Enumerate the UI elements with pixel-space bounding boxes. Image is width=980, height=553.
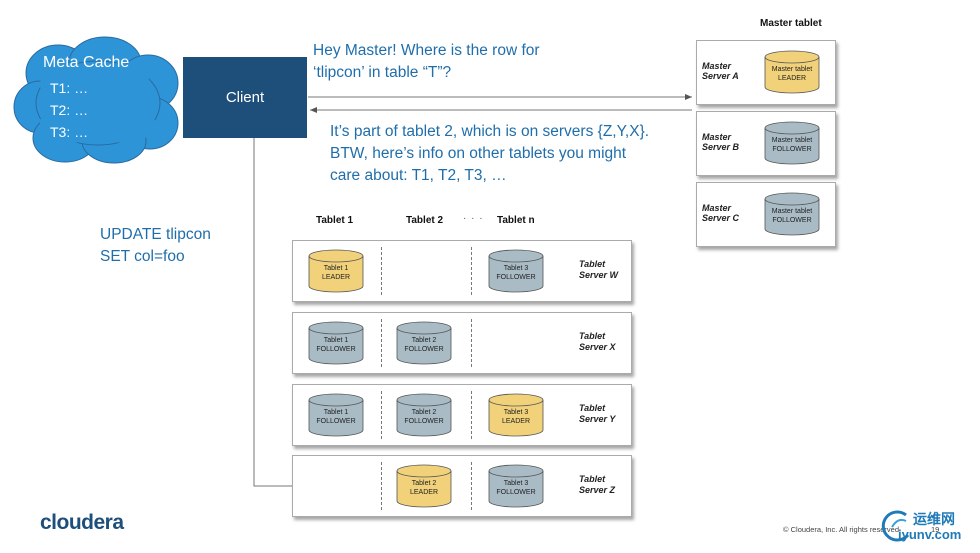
- tablet-name: Master tablet: [771, 66, 813, 73]
- column-divider: [471, 319, 472, 367]
- tablet-name: Tablet 1: [323, 337, 349, 344]
- column-divider: [381, 462, 382, 510]
- meta-cache-entry: T3: …: [50, 124, 89, 140]
- tablet-role: FOLLOWER: [316, 418, 356, 425]
- tablet-role: FOLLOWER: [404, 346, 444, 353]
- response-line: It’s part of tablet 2, which is on serve…: [330, 123, 650, 140]
- tablet-cylinder: Tablet 1 FOLLOWER: [307, 393, 365, 437]
- column-divider: [381, 391, 382, 439]
- watermark-url: iyunv.com: [898, 527, 962, 542]
- response-line: care about: T1, T2, T3, …: [330, 167, 507, 184]
- column-divider: [381, 247, 382, 295]
- tablet-label: Tablet 1 LEADER: [307, 264, 365, 282]
- page-number: 19: [931, 525, 940, 534]
- request-message: Hey Master! Where is the row for ‘tlipco…: [313, 40, 693, 84]
- tablet-cylinder: Tablet 2 LEADER: [395, 464, 453, 508]
- sql-line: UPDATE tlipcon: [100, 226, 211, 243]
- meta-cache-entry: T2: …: [50, 102, 89, 118]
- client-label: Client: [225, 89, 265, 106]
- tablet-label: Tablet 1 FOLLOWER: [307, 408, 365, 426]
- tablet-name: Tablet 3: [503, 265, 529, 272]
- watermark-text: 运维网: [913, 511, 955, 527]
- tablet-cylinder: Tablet 3 LEADER: [487, 393, 545, 437]
- master-tablet-title: Master tablet: [760, 18, 822, 29]
- tablet-name: Tablet 2: [411, 409, 437, 416]
- tablet-role: LEADER: [501, 418, 530, 425]
- tablet-role: FOLLOWER: [772, 217, 812, 224]
- copyright-text: © Cloudera, Inc. All rights reserved.: [783, 525, 902, 534]
- tablet-label: Tablet 3 FOLLOWER: [487, 479, 545, 497]
- tablet-cylinder: Tablet 1 LEADER: [307, 249, 365, 293]
- tablet-cylinder: Tablet 3 FOLLOWER: [487, 249, 545, 293]
- cloudera-logo: cloudera: [40, 511, 124, 534]
- tablet-role: FOLLOWER: [496, 489, 536, 496]
- tablet-label: Tablet 2 FOLLOWER: [395, 408, 453, 426]
- tablet-role: FOLLOWER: [772, 146, 812, 153]
- tablet-n-header: Tablet n: [497, 215, 535, 226]
- tablet-cylinder: Tablet 2 FOLLOWER: [395, 393, 453, 437]
- tablet-name: Tablet 3: [503, 409, 529, 416]
- tablet-cylinder: Tablet 1 FOLLOWER: [307, 321, 365, 365]
- meta-cache-entry: T1: …: [50, 80, 89, 96]
- column-divider: [471, 462, 472, 510]
- tablet-name: Master tablet: [771, 208, 813, 215]
- tablet-role: FOLLOWER: [404, 418, 444, 425]
- watermark-logo-icon: [881, 510, 910, 542]
- request-line: ‘tlipcon’ in table “T”?: [313, 64, 452, 81]
- tablet-1-header: Tablet 1: [316, 215, 354, 226]
- tablet-name: Tablet 2: [411, 337, 437, 344]
- tablet-cylinder: Tablet 3 FOLLOWER: [487, 464, 545, 508]
- tablet-label: Tablet 3 FOLLOWER: [487, 264, 545, 282]
- tablet-name: Tablet 1: [323, 409, 349, 416]
- column-divider: [381, 319, 382, 367]
- response-message: It’s part of tablet 2, which is on serve…: [330, 121, 700, 187]
- tablet-label: Tablet 2 LEADER: [395, 479, 453, 497]
- tablet-role: LEADER: [321, 274, 350, 281]
- tablet-name: Tablet 2: [411, 480, 437, 487]
- tablet-name: Tablet 3: [503, 480, 529, 487]
- tablet-header-ellipsis: · · ·: [463, 213, 484, 224]
- tablet-role: LEADER: [777, 75, 806, 82]
- request-line: Hey Master! Where is the row for: [313, 42, 540, 59]
- tablet-role: LEADER: [409, 489, 438, 496]
- tablet-name: Tablet 1: [323, 265, 349, 272]
- tablet-role: FOLLOWER: [316, 346, 356, 353]
- update-statement: UPDATE tlipcon SET col=foo: [100, 224, 211, 268]
- tablet-label: Tablet 3 LEADER: [487, 408, 545, 426]
- sql-line: SET col=foo: [100, 248, 185, 265]
- tablet-cylinder: Tablet 2 FOLLOWER: [395, 321, 453, 365]
- tablet-label: Tablet 1 FOLLOWER: [307, 336, 365, 354]
- tablet-2-header: Tablet 2: [406, 215, 444, 226]
- client-box: Client: [183, 57, 307, 138]
- tablet-server-row: Tablet 1 FOLLOWER Tablet 2 FOLLOWER Tablet 3…: [292, 384, 632, 446]
- column-divider: [471, 391, 472, 439]
- tablet-role: FOLLOWER: [496, 274, 536, 281]
- meta-cache-title: Meta Cache: [43, 54, 130, 71]
- response-line: BTW, here’s info on other tablets you mi…: [330, 145, 627, 162]
- column-divider: [471, 247, 472, 295]
- meta-cache-cloud: [13, 36, 179, 164]
- tablet-name: Master tablet: [771, 137, 813, 144]
- tablet-label: Tablet 2 FOLLOWER: [395, 336, 453, 354]
